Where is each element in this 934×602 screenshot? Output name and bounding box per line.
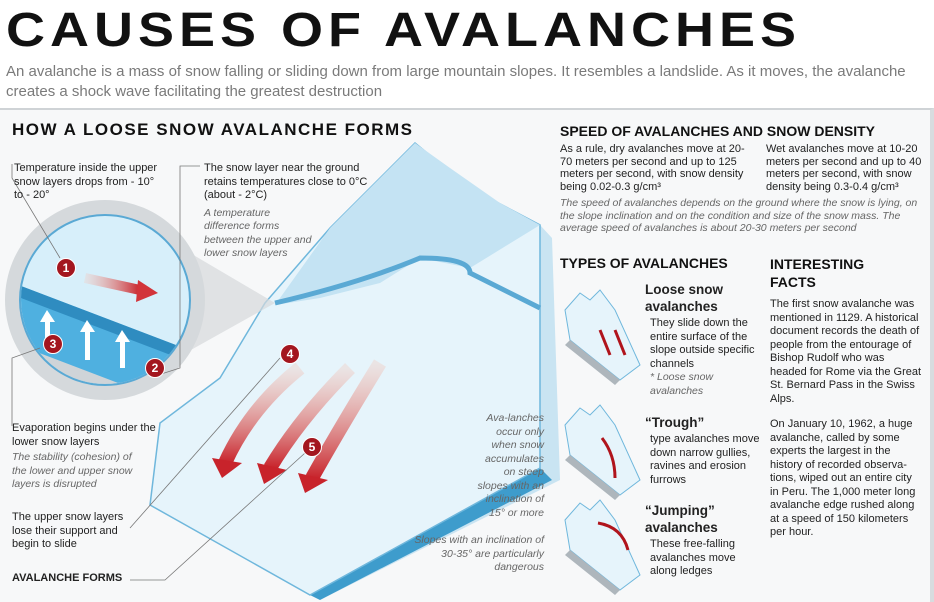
type-trough-desc: type avalanches move down narrow gullies… (650, 433, 760, 486)
step-marker-1: 1 (56, 258, 76, 278)
step-marker-2: 2 (145, 358, 165, 378)
fact-2: On January 10, 1962, a huge avalanche, c… (770, 418, 916, 538)
temperature-arrow (83, 273, 142, 295)
slope-edge (308, 468, 552, 600)
avalanche-diagram (5, 141, 560, 600)
jumping-icon (564, 499, 641, 595)
type-jumping: “Jumping” avalanches These free-falling … (645, 502, 763, 579)
facts-heading: INTERESTING FACTS (770, 256, 865, 290)
type-loose-desc: They slide down the entire surface of th… (650, 317, 755, 370)
formation-heading: HOW A LOOSE SNOW AVALANCHE FORMS (12, 120, 414, 139)
step3-block: Evaporation begins under the lower snow … (12, 422, 162, 492)
slope-note: Ava-lanches occur only when snow accumul… (477, 412, 544, 519)
wet-speed-text: Wet avalanches move at 10-20 meters per … (766, 143, 922, 193)
slide-arrowhead (212, 458, 242, 478)
loose-snow-icon (564, 289, 641, 385)
mountain-peak (275, 143, 540, 305)
type-trough: “Trough” type avalanches move down narro… (645, 414, 763, 487)
step-marker-4: 4 (280, 344, 300, 364)
snow-crack-line (274, 255, 542, 311)
temperature-arrowhead (136, 280, 158, 302)
step-marker-5: 5 (302, 437, 322, 457)
facts-block: The first snow avalanche was mentioned i… (770, 298, 922, 540)
speed-note: The speed of avalanches depends on the g… (560, 197, 918, 234)
step4-text: The upper snow layers lose their support… (12, 511, 124, 550)
step2-note: A temperature difference forms between t… (204, 206, 312, 260)
step5-text: AVALANCHE FORMS (12, 572, 123, 584)
type-loose: Loose snow avalanches They slide down th… (645, 281, 763, 398)
type-jumping-desc: These free-falling avalanches move along… (650, 538, 736, 577)
slide-arrowhead (298, 473, 328, 493)
types-heading: TYPES OF AVALANCHES (560, 255, 728, 271)
speed-heading: SPEED OF AVALANCHES AND SNOW DENSITY (560, 123, 876, 139)
evaporation-arrows (40, 310, 130, 368)
danger-note: Slopes with an inclination of 30-35° are… (414, 534, 544, 573)
speed-block: As a rule, dry avalanches move at 20-70 … (560, 143, 926, 235)
avalanche-type-icons (564, 289, 641, 595)
slide-arrowhead (257, 463, 287, 484)
step2-block: The snow layer near the ground retains t… (204, 162, 372, 261)
step3-note: The stability (cohesion) of the lower an… (12, 451, 133, 490)
step2-text: The snow layer near the ground retains t… (204, 162, 368, 201)
leader-lines (11, 164, 306, 581)
type-jumping-title: “Jumping” avalanches (645, 503, 718, 535)
page-subtitle: An avalanche is a mass of snow falling o… (6, 63, 906, 100)
type-loose-title: Loose snow avalanches (645, 282, 724, 314)
page-title: CAUSES OF AVALANCHES (6, 2, 802, 57)
trough-icon (564, 404, 641, 500)
slide-arrow (305, 359, 386, 482)
slide-arrow (218, 362, 305, 466)
slide-arrow (263, 363, 355, 472)
type-loose-note: * Loose snow avalanches (650, 371, 714, 397)
step1-text: Temperature inside the upper snow layers… (14, 162, 158, 201)
type-trough-title: “Trough” (645, 415, 705, 430)
step3-text: Evaporation begins under the lower snow … (12, 422, 156, 448)
dry-speed-text: As a rule, dry avalanches move at 20-70 … (560, 143, 745, 193)
step-marker-3: 3 (43, 334, 63, 354)
fact-1: The first snow avalanche was mentioned i… (770, 298, 922, 405)
